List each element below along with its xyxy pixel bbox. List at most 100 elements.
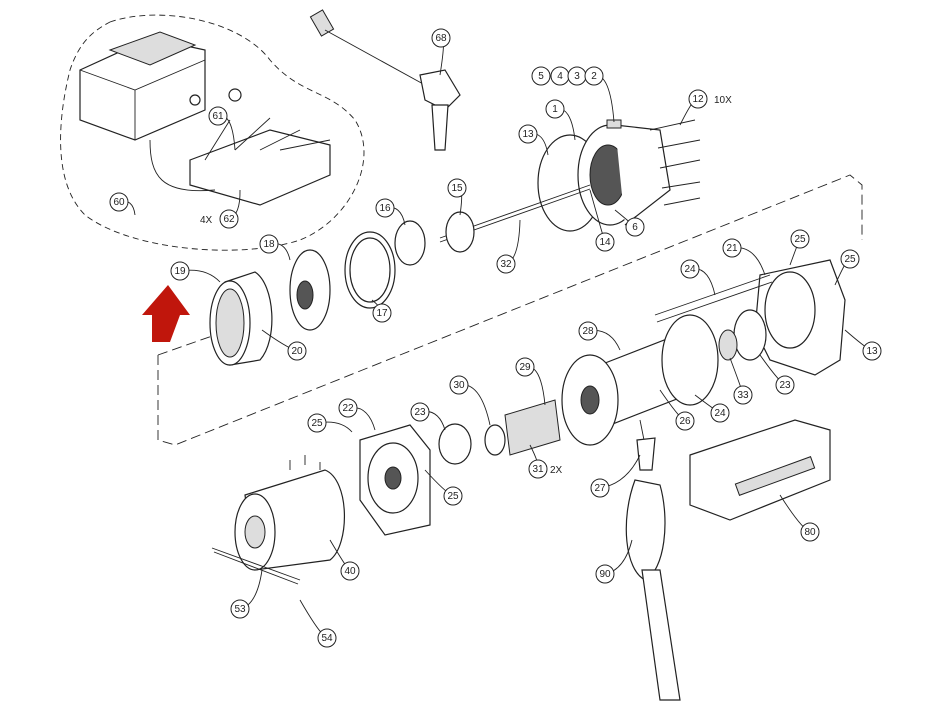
callout-14: 14 (595, 232, 615, 252)
callout-label: 23 (414, 407, 426, 418)
callout-label: 3 (574, 71, 580, 82)
callout-label: 12 (692, 94, 704, 105)
callout-label: 1 (552, 104, 558, 115)
callout-label: 5 (538, 71, 544, 82)
control-box (79, 31, 331, 206)
callout-5: 5 (531, 66, 551, 86)
callout-circle (528, 459, 548, 479)
callout-6: 6 (625, 217, 645, 237)
qty-note-12: 10X (714, 95, 732, 106)
callout-25: 25 (840, 249, 860, 269)
callout-label: 25 (311, 418, 323, 429)
callout-circle (287, 341, 307, 361)
callout-60: 60 (109, 192, 129, 212)
callout-label: 20 (291, 346, 303, 357)
tie-rod (654, 274, 773, 323)
callout-90: 90 (595, 564, 615, 584)
callout-53: 53 (230, 599, 250, 619)
control-box-group-outline (60, 14, 365, 251)
ring-gear (209, 271, 273, 366)
callout-24: 24 (710, 403, 730, 423)
qty-note-62: 4X (200, 215, 213, 226)
callout-label: 17 (376, 308, 388, 319)
callout-circle (515, 357, 535, 377)
callout-circle (449, 375, 469, 395)
end-housing (718, 259, 846, 376)
hook-strap (625, 419, 681, 701)
callout-label: 24 (714, 408, 726, 419)
callout-circle (595, 564, 615, 584)
callout-31: 31 (528, 459, 548, 479)
callout-circle (800, 522, 820, 542)
callout-17: 17 (372, 303, 392, 323)
callout-label: 31 (532, 464, 544, 475)
callout-27: 27 (590, 478, 610, 498)
callout-label: 14 (599, 237, 611, 248)
callout-label: 24 (684, 264, 696, 275)
callout-label: 16 (379, 203, 391, 214)
callout-24: 24 (680, 259, 700, 279)
callout-1: 1 (545, 99, 565, 119)
callout-21: 21 (722, 238, 742, 258)
callout-circle (688, 89, 708, 109)
callout-25: 25 (307, 413, 327, 433)
callout-61: 61 (208, 106, 228, 126)
gear-housing (537, 119, 701, 232)
callout-29: 29 (515, 357, 535, 377)
callout-label: 18 (263, 239, 275, 250)
callout-23: 23 (775, 375, 795, 395)
callout-label: 62 (223, 214, 235, 225)
callout-62: 62 (219, 209, 239, 229)
cable-drum (561, 314, 719, 446)
callout-label: 13 (866, 346, 878, 357)
callout-circle (443, 486, 463, 506)
callout-circle (545, 99, 565, 119)
callout-label: 19 (174, 266, 186, 277)
callout-label: 26 (679, 416, 691, 427)
callout-circle (230, 599, 250, 619)
callout-circle (375, 198, 395, 218)
callout-circle (595, 232, 615, 252)
callout-label: 33 (737, 390, 749, 401)
qty-note-31: 2X (550, 465, 563, 476)
brake-assembly (438, 399, 561, 465)
planetary-gears (289, 211, 475, 331)
callout-label: 25 (844, 254, 856, 265)
callout-circle (518, 124, 538, 144)
callout-32: 32 (496, 254, 516, 274)
callout-28: 28 (578, 321, 598, 341)
callout-circle (307, 413, 327, 433)
callout-label: 13 (522, 129, 534, 140)
callout-label: 25 (794, 234, 806, 245)
callout-13: 13 (862, 341, 882, 361)
callout-label: 15 (451, 183, 463, 194)
callout-label: 6 (632, 222, 638, 233)
callout-4: 4 (550, 66, 570, 86)
drum-group-outline (157, 174, 863, 446)
callout-label: 53 (234, 604, 246, 615)
callout-label: 27 (594, 483, 606, 494)
callout-circle (410, 402, 430, 422)
callout-circle (447, 178, 467, 198)
cable-lead (211, 547, 301, 585)
callout-label: 29 (519, 362, 531, 373)
callout-circle (862, 341, 882, 361)
callout-circle (722, 238, 742, 258)
callout-12: 12 (688, 89, 708, 109)
callout-label: 40 (344, 566, 356, 577)
callout-label: 68 (435, 33, 447, 44)
callout-circle (431, 28, 451, 48)
callout-circle (372, 303, 392, 323)
callout-circle (170, 261, 190, 281)
callout-label: 80 (804, 527, 816, 538)
callout-68: 68 (431, 28, 451, 48)
callout-circle (733, 385, 753, 405)
callout-circle (109, 192, 129, 212)
callout-circle (578, 321, 598, 341)
callout-label: 4 (557, 71, 563, 82)
callout-16: 16 (375, 198, 395, 218)
callout-40: 40 (340, 561, 360, 581)
callout-label: 61 (212, 111, 224, 122)
callout-2: 2 (584, 66, 604, 86)
callout-label: 28 (582, 326, 594, 337)
